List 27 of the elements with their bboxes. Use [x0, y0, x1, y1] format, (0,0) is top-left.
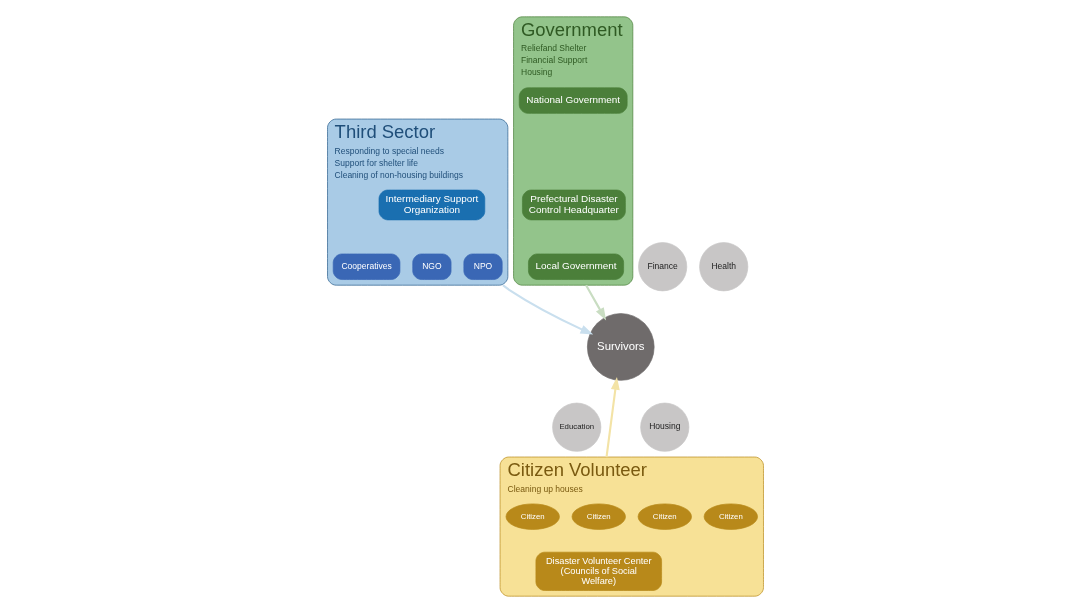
node-box: Disaster Volunteer Center (Councils of Social Welfare): [535, 551, 662, 591]
node-ellipse: Citizen: [505, 503, 560, 530]
arrow: [501, 284, 593, 335]
node-label: Support for shelter life: [334, 157, 418, 168]
node-circle: Finance: [637, 242, 687, 292]
node-box: National Government: [518, 87, 627, 114]
node-ellipse: Citizen: [571, 503, 626, 530]
arrow: [584, 284, 606, 321]
node-label: Cleaning of non-housing buildings: [334, 169, 463, 180]
node-circle: Health: [698, 242, 748, 292]
node-circle: Housing: [639, 402, 689, 452]
node-ellipse: Citizen: [637, 503, 692, 530]
node-box: NGO: [411, 253, 451, 280]
node-box: Prefectural Disaster Control Headquarter: [521, 189, 626, 221]
node-label: Responding to special needs: [334, 145, 444, 156]
node-box: Intermediary Support Organization: [378, 189, 485, 221]
node-box: NPO: [463, 253, 503, 280]
node-label: Cleaning up houses: [507, 483, 583, 494]
node-circle: Education: [551, 402, 601, 452]
node-label: Housing: [520, 67, 552, 78]
node-box: Cooperatives: [332, 253, 400, 280]
node-circle: Survivors: [586, 313, 654, 381]
node-ellipse: Citizen: [703, 503, 758, 530]
node-label: Reliefand Shelter: [520, 43, 586, 54]
node-box: Local Government: [527, 253, 624, 280]
arrow: [604, 376, 620, 458]
node-label: Financial Support: [520, 55, 587, 66]
